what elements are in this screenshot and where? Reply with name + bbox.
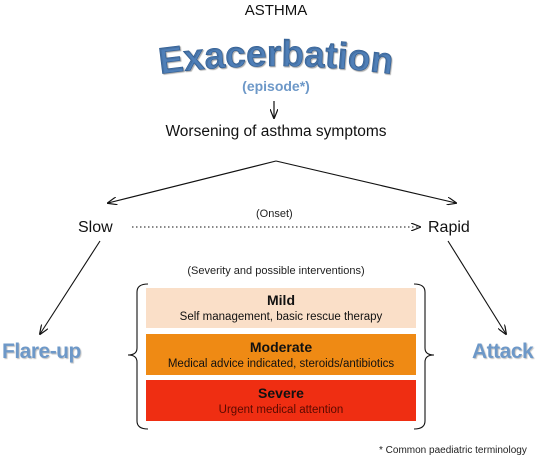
worsening-symptoms-label: Worsening of asthma symptoms bbox=[165, 123, 387, 140]
wordart-sub: (episode*) bbox=[242, 78, 310, 94]
footnote: * Common paediatric terminology bbox=[379, 445, 527, 456]
wordart-main: Exacerbation bbox=[156, 33, 396, 82]
severity-title: Mild bbox=[267, 292, 295, 308]
severity-title: Severe bbox=[258, 385, 304, 401]
attack-label: Attack bbox=[472, 340, 534, 363]
arrow-to-attack bbox=[447, 240, 506, 334]
arrow-to-slow bbox=[108, 160, 277, 203]
severity-description: Medical advice indicated, steroids/antib… bbox=[167, 358, 395, 370]
onset-label: (Onset) bbox=[256, 208, 293, 220]
arrow-to-flare-up bbox=[40, 240, 101, 334]
diagram-title: ASTHMA bbox=[244, 2, 308, 19]
severity-moderate-box: Moderate Medical advice indicated, stero… bbox=[146, 334, 416, 375]
arrow-to-rapid bbox=[275, 160, 456, 203]
severity-description: Self management, basic rescue therapy bbox=[179, 311, 383, 323]
severity-severe-box: Severe Urgent medical attention bbox=[146, 380, 416, 421]
slow-onset-label: Slow bbox=[78, 219, 113, 236]
right-brace bbox=[413, 283, 435, 430]
left-brace bbox=[127, 283, 149, 430]
severity-note: (Severity and possible interventions) bbox=[187, 265, 365, 277]
exacerbation-wordart: Exacerbation (episode*) bbox=[156, 33, 396, 94]
rapid-onset-label: Rapid bbox=[428, 219, 470, 236]
severity-mild-box: Mild Self management, basic rescue thera… bbox=[146, 288, 416, 328]
flare-up-label: Flare-up bbox=[2, 340, 81, 363]
severity-title: Moderate bbox=[249, 339, 313, 355]
severity-description: Urgent medical attention bbox=[218, 404, 344, 416]
